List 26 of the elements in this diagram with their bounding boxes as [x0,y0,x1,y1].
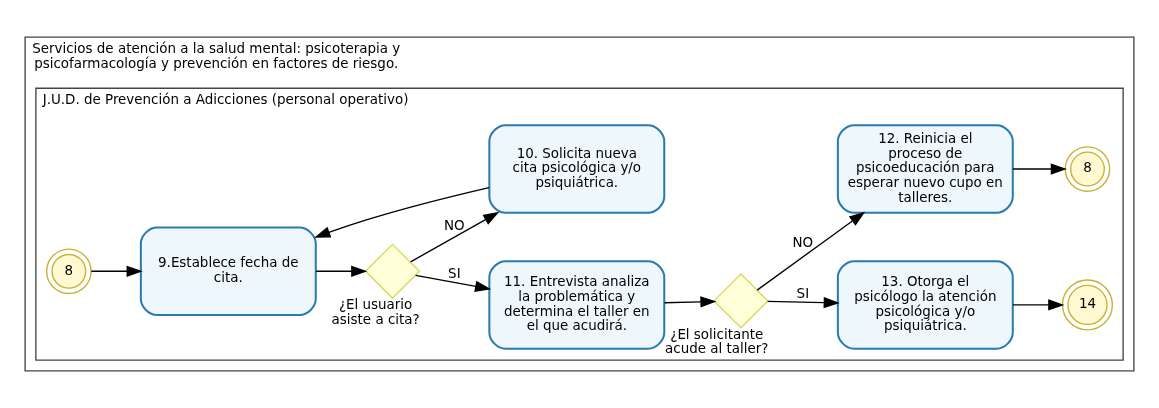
node-circle: 8 [1064,146,1111,192]
arrow [756,211,866,291]
arrow [315,265,368,277]
node-circle: 14 [1061,279,1114,331]
arrow [1012,163,1067,175]
arrow [90,265,143,277]
node-box: 10. Solicita nueva cita psicológica y/o psiquiátrica. [488,124,666,214]
node-box: 9.Establece fecha de cita. [139,226,317,316]
arrow [663,296,717,308]
arrow [1012,299,1065,311]
edge-label: NO [444,217,465,233]
node-box: 11. Entrevista analiza la problemática y determina el taller en el que acudirá. [488,260,666,350]
node-box: 13. Otorga el psicólogo la atención psicológica y/o psiquiátrica. [836,260,1014,350]
arrow [314,186,490,238]
arrow [409,211,500,263]
arrow [415,274,492,292]
edge-label: SI [448,266,461,282]
arrow [766,297,840,309]
node-diamond [364,243,421,300]
node-box: 12. Reinicia el proceso de psicoeducación para esperar nuevo cupo en talleres. [836,124,1014,214]
node-circle: 8 [45,248,92,295]
node-diamond [713,273,769,329]
node-label: ¿El usuario asiste a cita? [331,296,420,327]
edge-label: NO [792,235,814,251]
node-label: ¿El solicitante acude al taller? [665,326,769,357]
edge-label: SI [796,286,810,302]
